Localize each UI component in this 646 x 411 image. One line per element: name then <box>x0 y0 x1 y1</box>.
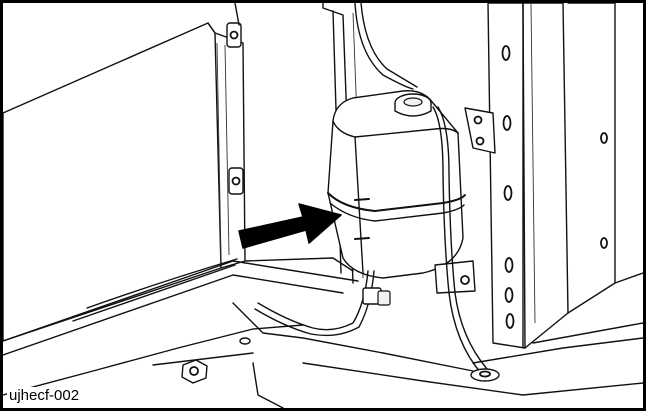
figure-caption: ujhecf-002 <box>7 387 82 405</box>
hose-lines <box>254 3 500 382</box>
right-frame-rail <box>464 3 643 349</box>
base-floor <box>3 258 643 408</box>
left-door-panel <box>3 3 246 342</box>
arrow-right-icon <box>238 203 342 249</box>
illustration-drawing <box>3 3 643 408</box>
reservoir-tank-icon <box>327 90 476 294</box>
